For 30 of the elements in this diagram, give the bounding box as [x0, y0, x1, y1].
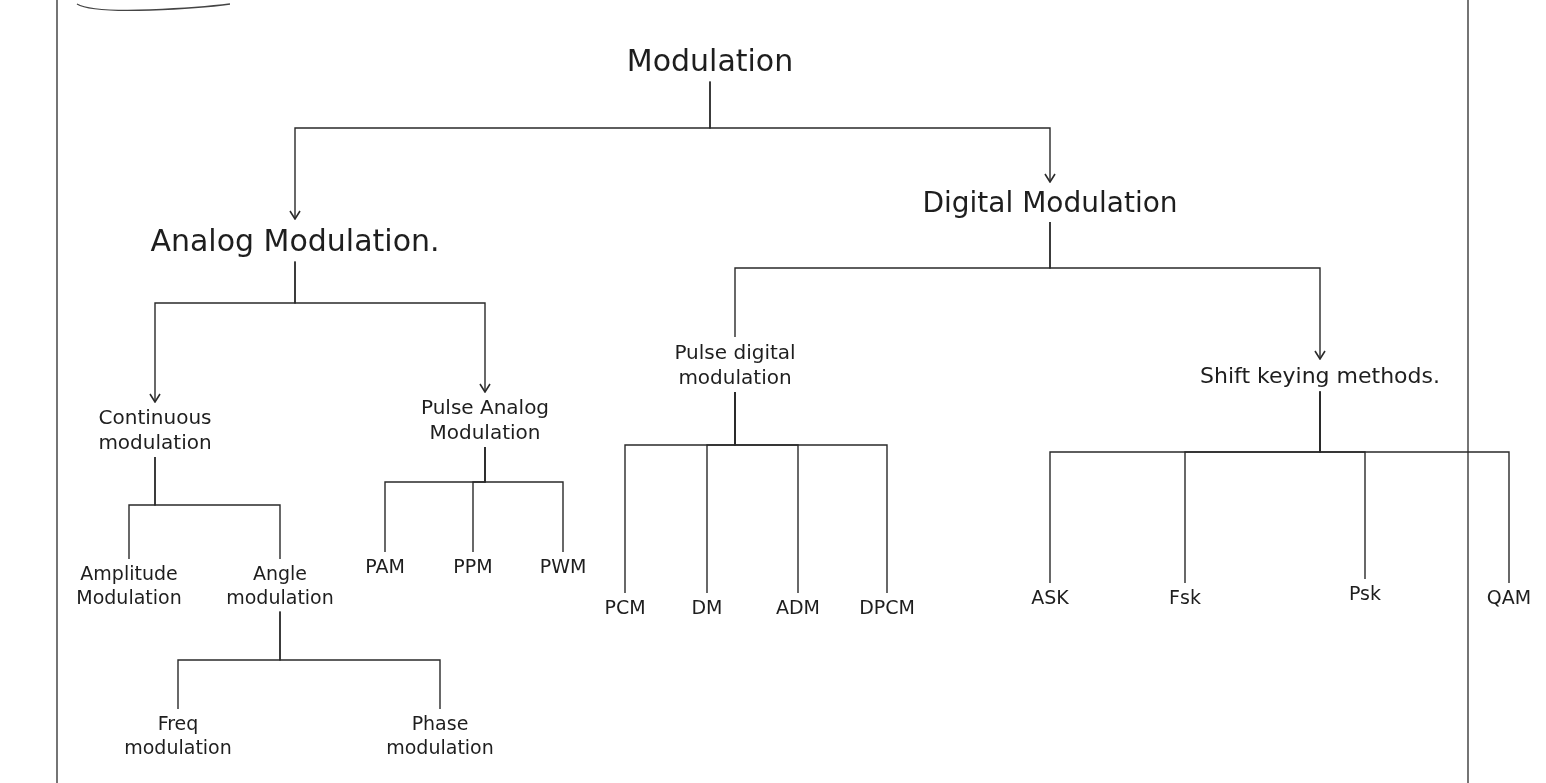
category-label: DPCM	[842, 596, 932, 620]
category-label: Amplitude Modulation	[64, 562, 194, 610]
category-label: DM	[672, 596, 742, 620]
connector-line	[484, 446, 564, 553]
category-label: QAM	[1474, 586, 1544, 610]
category-label: PWM	[528, 555, 598, 579]
arrow	[1049, 221, 1326, 360]
arrow	[294, 260, 491, 393]
category-label: PCM	[585, 596, 665, 620]
category-label: Analog Modulation.	[60, 222, 530, 260]
category-label: Continuous modulation	[55, 405, 255, 455]
connector-line	[154, 456, 281, 560]
category-label: ASK	[1010, 586, 1090, 610]
category-label: Pulse digital modulation	[620, 340, 850, 390]
connector-line	[734, 391, 888, 594]
category-label: Shift keying methods.	[1180, 362, 1460, 390]
category-label: PAM	[350, 555, 420, 579]
category-label: Fsk	[1150, 586, 1220, 610]
arrow	[709, 80, 1056, 183]
category-label: ADM	[758, 596, 838, 620]
category-label: Digital Modulation	[880, 185, 1220, 220]
category-label: Pulse Analog Modulation	[375, 395, 595, 445]
category-label: Freq modulation	[108, 712, 248, 760]
category-label: Modulation	[590, 42, 830, 80]
category-label: Phase modulation	[360, 712, 520, 760]
category-label: PPM	[438, 555, 508, 579]
category-label: Psk	[1330, 582, 1400, 606]
connector-line	[1319, 390, 1510, 584]
connector-line	[279, 610, 441, 710]
category-label: Angle modulation	[215, 562, 345, 610]
